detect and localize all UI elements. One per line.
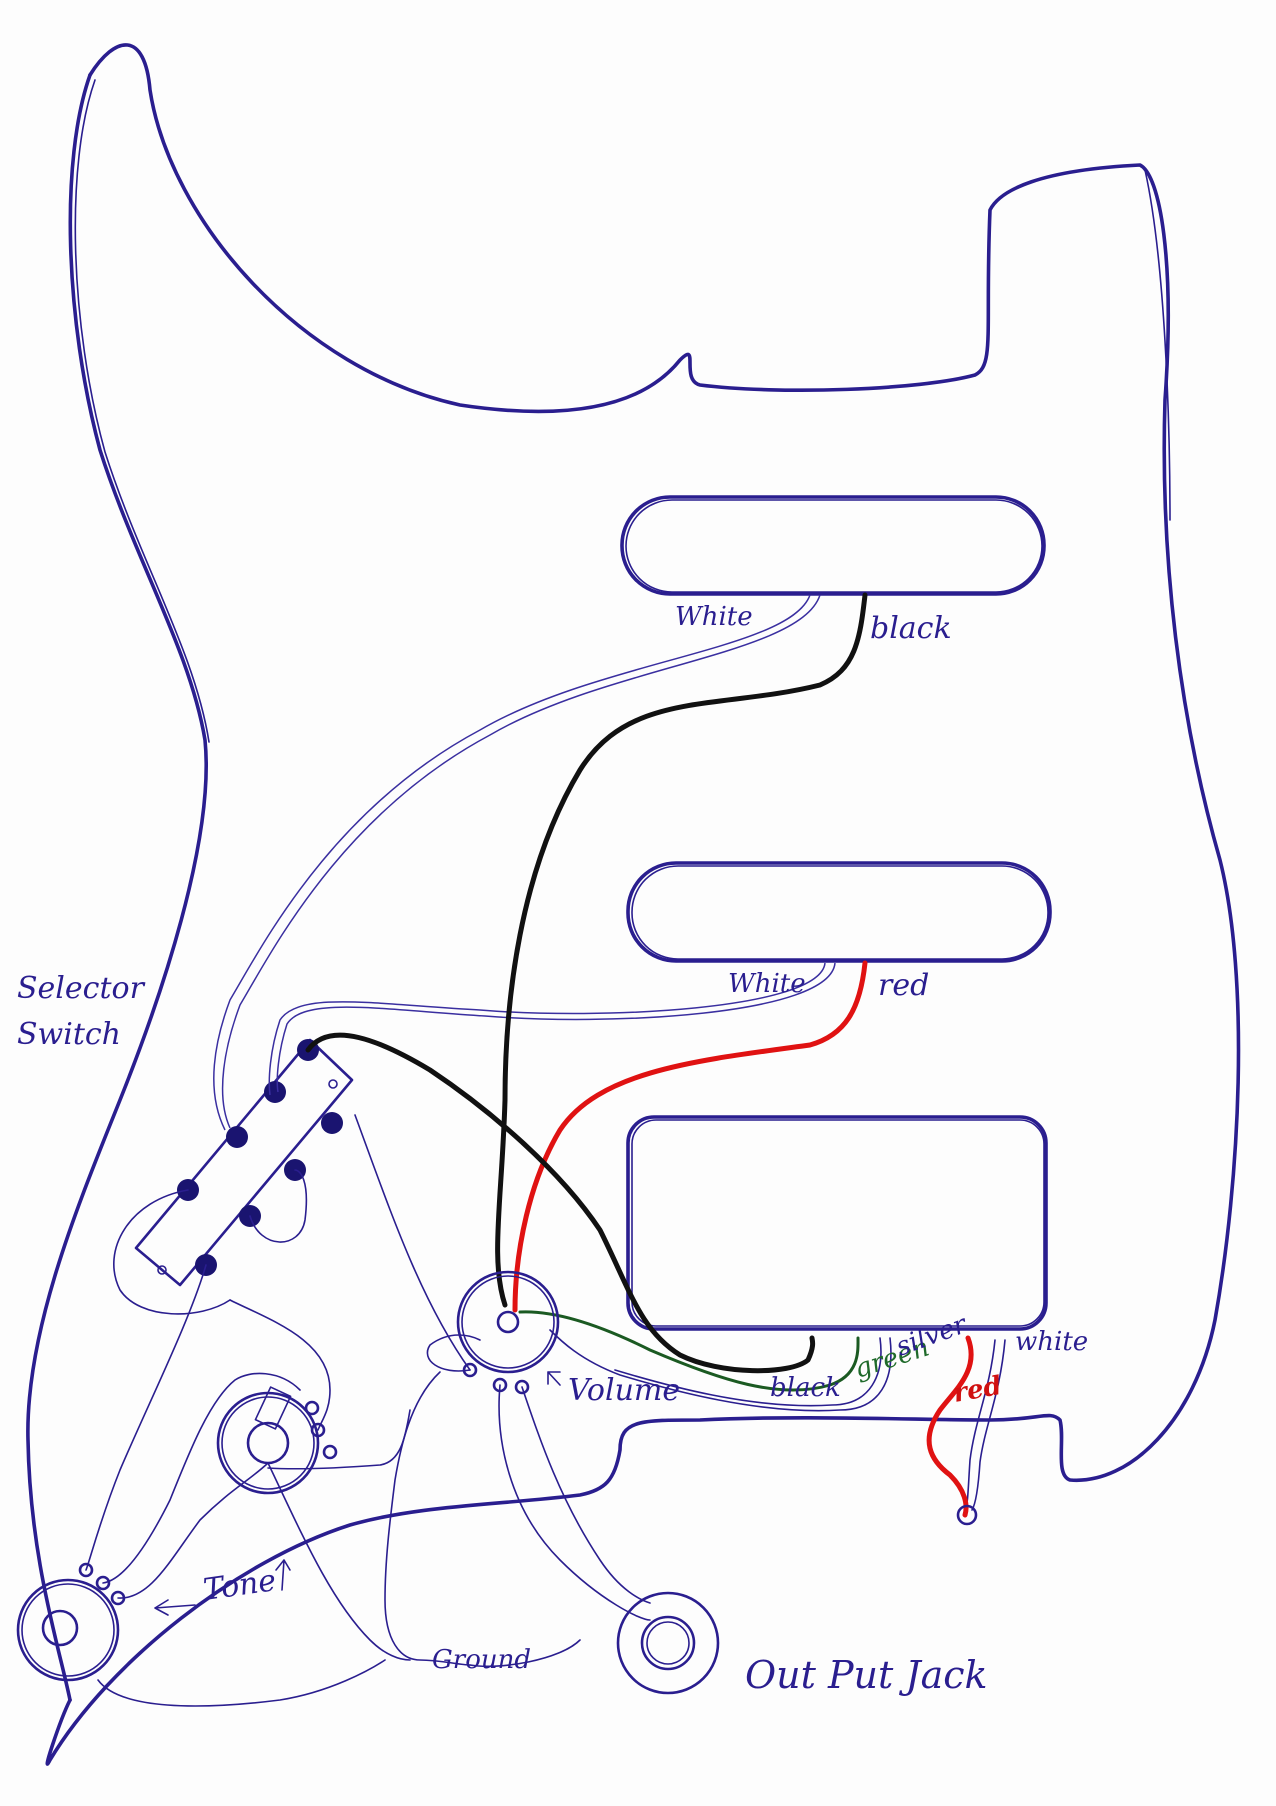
label-red-middle: red (878, 968, 929, 1003)
label-black-neck: black (870, 611, 952, 646)
bridge-silver-white-wires (549, 1329, 1006, 1511)
label-white-bridge: white (1015, 1327, 1088, 1357)
label-ground: Ground (432, 1645, 531, 1675)
volume-pot (456, 1270, 561, 1395)
label-white-neck: White (675, 602, 753, 632)
label-selector: Selector (17, 971, 146, 1006)
selector-switch (113, 1038, 354, 1315)
bridge-humbucker (626, 1115, 1048, 1331)
jack-lug (956, 1504, 978, 1526)
tone-pot (216, 1386, 338, 1495)
label-switch: Switch (17, 1017, 121, 1052)
tone-up-arrow (275, 1559, 291, 1591)
switch-black-wire (305, 1032, 816, 1374)
label-silver-bridge: silver (892, 1309, 972, 1363)
label-red-jack: red (951, 1371, 1004, 1409)
bridge-green-wire (518, 1310, 860, 1392)
middle-pickup (626, 861, 1052, 963)
pickguard-outline (26, 43, 1241, 1766)
white-wires (213, 594, 836, 1131)
label-black-bridge: black (770, 1373, 841, 1403)
jack-red-wire (926, 1335, 974, 1518)
label-volume: Volume (568, 1373, 680, 1408)
label-tone: Tone (201, 1563, 278, 1608)
tone-arrow (154, 1599, 196, 1616)
ground-wires (85, 1114, 651, 1707)
label-white-middle: White (728, 969, 806, 999)
middle-red-wire (512, 960, 868, 1313)
label-output-jack: Out Put Jack (745, 1653, 988, 1697)
neck-black-wire (495, 592, 868, 1308)
neck-pickup (620, 495, 1046, 596)
output-jack (616, 1591, 720, 1695)
